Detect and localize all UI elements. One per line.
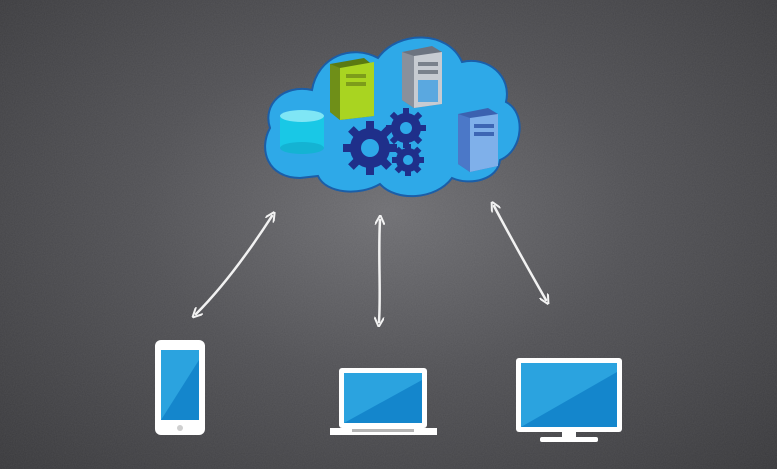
server-tower-grey-icon <box>402 46 442 108</box>
server-tower-blue-icon <box>458 108 498 172</box>
database-icon <box>280 110 324 154</box>
desktop-monitor-icon <box>516 358 622 442</box>
gear-small-icon <box>392 144 424 176</box>
arrow-cloud-to-smartphone <box>196 216 272 314</box>
arrow-cloud-to-laptop <box>379 220 380 322</box>
laptop-icon <box>330 368 437 435</box>
gear-medium-icon <box>386 108 426 148</box>
arrow-cloud-to-monitor <box>494 206 546 300</box>
server-tower-green-icon <box>330 58 374 120</box>
gears-icon <box>343 108 426 176</box>
smartphone-icon <box>155 340 205 435</box>
gear-large-icon <box>343 121 397 175</box>
cloud-icon <box>264 36 521 198</box>
